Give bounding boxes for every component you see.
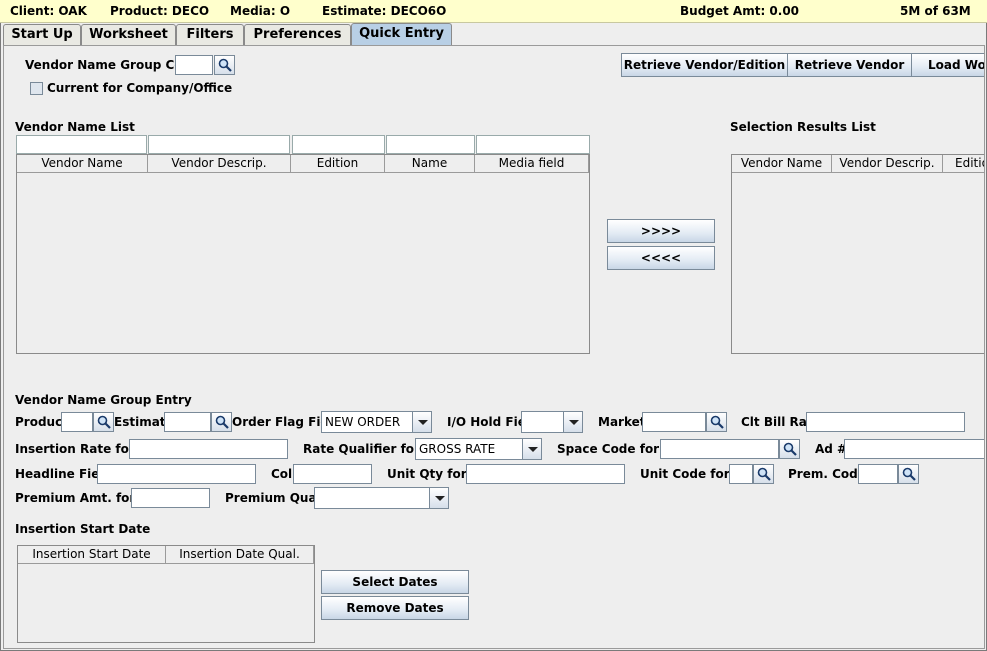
status-media: Media: O (230, 4, 291, 18)
order-flag-value: NEW ORDER (325, 415, 401, 429)
insertion-rate-input[interactable] (129, 439, 288, 459)
estimate-input[interactable] (164, 412, 211, 432)
results-col-edition[interactable]: Editio (943, 155, 984, 173)
col-insertion-start-date[interactable]: Insertion Start Date (18, 546, 166, 564)
headline-input[interactable] (97, 464, 256, 484)
space-code-input[interactable] (660, 439, 779, 459)
product-label: Product (15, 415, 68, 429)
premium-qual-select[interactable] (314, 487, 449, 509)
headline-label: Headline Field (15, 467, 113, 481)
select-dates-button[interactable]: Select Dates (321, 570, 469, 594)
insertion-dates-table[interactable]: Insertion Start Date Insertion Date Qual… (17, 545, 315, 643)
status-budget: Budget Amt: 0.00 (680, 4, 800, 18)
col-insertion-date-qual[interactable]: Insertion Date Qual. (166, 546, 314, 564)
product-lookup-button[interactable] (93, 412, 114, 432)
selection-results-table[interactable]: Vendor Name Vendor Descrip. Editio (731, 154, 984, 354)
clt-bill-rate-label: Clt Bill Rate (741, 415, 821, 429)
results-list-title: Selection Results List (730, 120, 876, 134)
clt-bill-rate-input[interactable] (806, 412, 965, 432)
chevron-down-icon[interactable] (429, 488, 448, 508)
io-hold-select[interactable] (521, 411, 583, 433)
current-company-checkbox[interactable] (30, 82, 43, 95)
chevron-down-icon[interactable] (412, 412, 431, 432)
tab-quick-entry[interactable]: Quick Entry (351, 23, 452, 45)
vendor-name-table[interactable]: Vendor Name Vendor Descrip. Edition Name… (16, 154, 590, 354)
insertion-rate-label: Insertion Rate for O (15, 442, 150, 456)
unit-code-input[interactable] (729, 464, 753, 484)
io-hold-label: I/O Hold Field (447, 415, 539, 429)
chevron-down-icon[interactable] (522, 439, 541, 459)
unit-qty-input[interactable] (466, 464, 625, 484)
status-client: Client: OAK (10, 4, 87, 18)
group-code-lookup-button[interactable] (214, 55, 235, 75)
unit-qty-label: Unit Qty for O (387, 467, 482, 481)
prem-code-label: Prem. Code (788, 467, 866, 481)
unit-code-lookup-button[interactable] (753, 464, 774, 484)
status-bar: Client: OAK Product: DECO Media: O Estim… (0, 0, 987, 23)
order-flag-label: Order Flag Field (232, 415, 342, 429)
filter-vendor-name[interactable] (16, 135, 147, 154)
tab-preferences[interactable]: Preferences (244, 24, 351, 45)
ad-number-label: Ad # (815, 442, 848, 456)
col-vendor-descrip[interactable]: Vendor Descrip. (148, 155, 291, 173)
prem-code-input[interactable] (858, 464, 898, 484)
remove-dates-button[interactable]: Remove Dates (321, 596, 469, 620)
space-code-lookup-button[interactable] (779, 439, 800, 459)
space-code-label: Space Code for O (557, 442, 674, 456)
rate-qualifier-value: GROSS RATE (419, 442, 496, 456)
filter-edition[interactable] (292, 135, 385, 154)
col-edition[interactable]: Edition (291, 155, 385, 173)
product-input[interactable] (61, 412, 93, 432)
filter-media-field[interactable] (476, 135, 590, 154)
results-col-vendor-descrip[interactable]: Vendor Descrip. (832, 155, 943, 173)
remove-from-selection-button[interactable]: <<<< (607, 246, 715, 270)
add-to-selection-button[interactable]: >>>> (607, 219, 715, 243)
rate-qualifier-select[interactable]: GROSS RATE (415, 438, 542, 460)
unit-code-label: Unit Code for O (640, 467, 745, 481)
insertion-dates-title: Insertion Start Date (15, 522, 151, 536)
prem-code-lookup-button[interactable] (898, 464, 919, 484)
current-company-label: Current for Company/Office (47, 81, 233, 95)
retrieve-vendor-edition-button[interactable]: Retrieve Vendor/Edition (621, 53, 788, 77)
premium-amt-input[interactable] (131, 488, 210, 508)
tab-bar: Start Up Worksheet Filters Preferences Q… (0, 23, 987, 45)
status-product: Product: DECO (110, 4, 210, 18)
entry-section-title: Vendor Name Group Entry (15, 393, 192, 407)
retrieve-vendor-button[interactable]: Retrieve Vendor (787, 53, 912, 77)
col-vendor-name[interactable]: Vendor Name (17, 155, 148, 173)
col-input[interactable] (293, 464, 372, 484)
col-label: Col (271, 467, 293, 481)
estimate-lookup-button[interactable] (211, 412, 232, 432)
premium-amt-label: Premium Amt. for O (15, 491, 150, 505)
group-code-input[interactable] (175, 55, 213, 75)
tab-worksheet[interactable]: Worksheet (81, 24, 176, 45)
order-flag-select[interactable]: NEW ORDER (321, 411, 432, 433)
col-name[interactable]: Name (385, 155, 475, 173)
ad-number-input[interactable] (844, 439, 984, 459)
filter-vendor-descrip[interactable] (148, 135, 290, 154)
market-input[interactable] (642, 412, 706, 432)
results-col-vendor-name[interactable]: Vendor Name (732, 155, 832, 173)
chevron-down-icon[interactable] (563, 412, 582, 432)
status-estimate: Estimate: DECO6O (322, 4, 447, 18)
status-memory: 5M of 63M (900, 4, 971, 18)
estimate-label: Estimate (114, 415, 174, 429)
filter-name[interactable] (386, 135, 475, 154)
market-lookup-button[interactable] (706, 412, 727, 432)
col-media-field[interactable]: Media field (475, 155, 589, 173)
load-wo-button[interactable]: Load Wo (911, 53, 984, 77)
vendor-list-title: Vendor Name List (15, 120, 135, 134)
market-label: Market (598, 415, 646, 429)
tab-start-up[interactable]: Start Up (3, 24, 81, 45)
quick-entry-panel: Vendor Name Group Code Current for Compa… (3, 45, 985, 649)
tab-filters[interactable]: Filters (176, 24, 244, 45)
premium-qual-label: Premium Qual. (225, 491, 326, 505)
group-code-label: Vendor Name Group Code (25, 58, 200, 72)
rate-qualifier-label: Rate Qualifier for O (303, 442, 435, 456)
